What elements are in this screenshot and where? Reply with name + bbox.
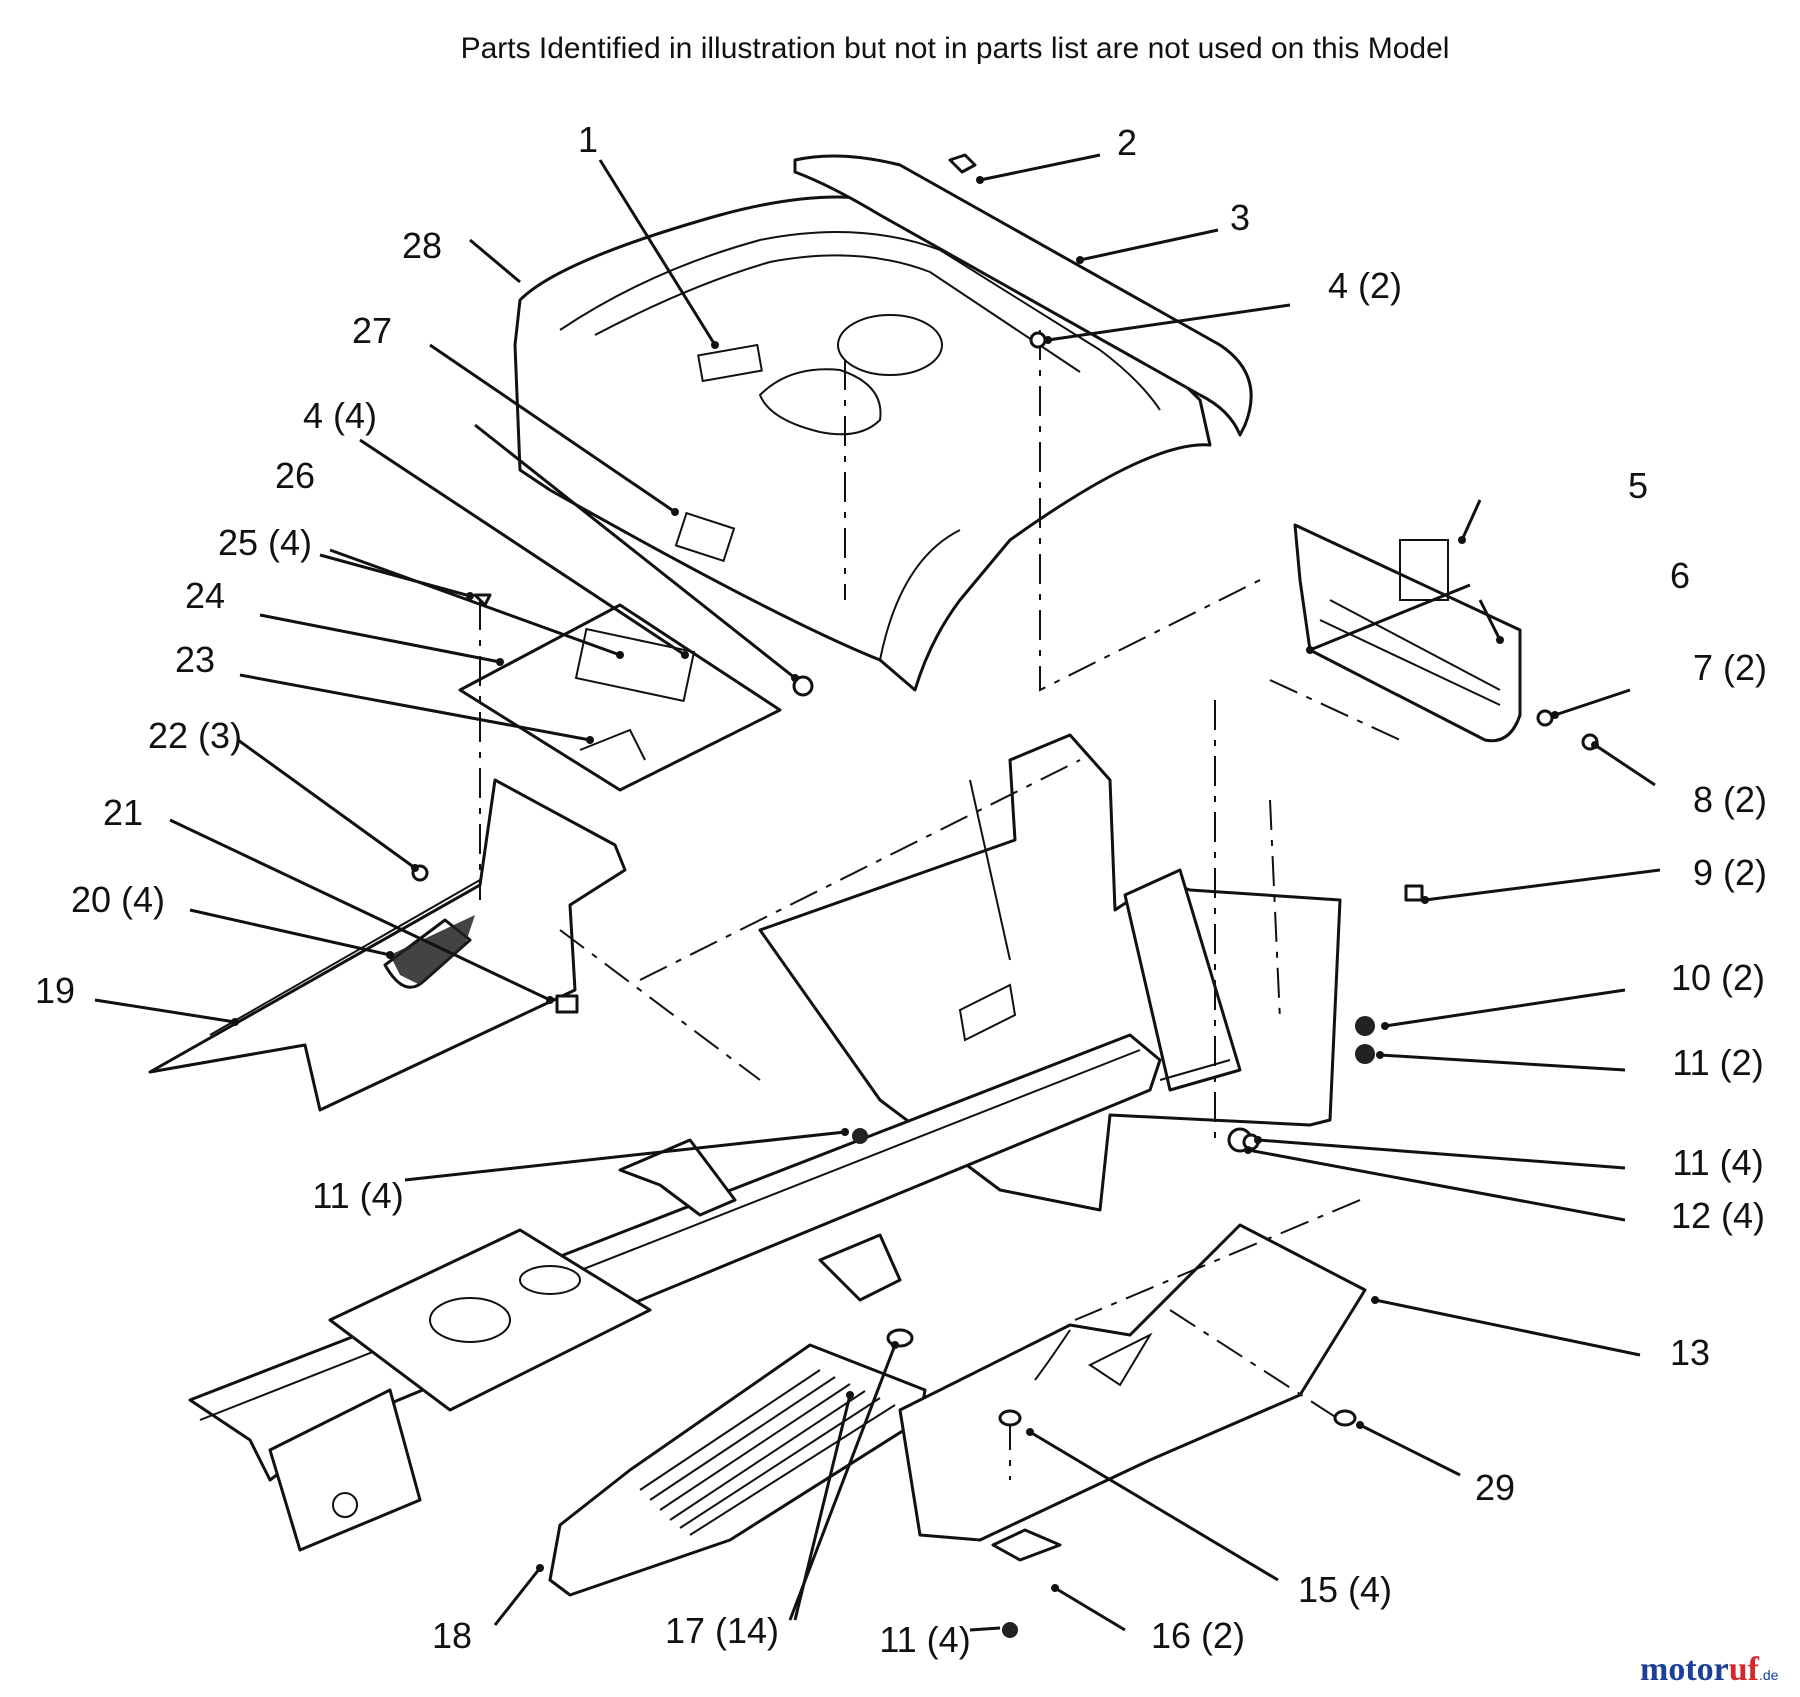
callout-20: 20 (4) [71, 879, 165, 920]
watermark-brand-2: uf [1729, 1651, 1760, 1688]
callout-25: 25 (4) [218, 522, 312, 563]
callout-17: 17 (14) [665, 1610, 779, 1651]
callout-5: 5 [1628, 465, 1648, 506]
callout-22: 22 (3) [148, 715, 242, 756]
callout-28: 28 [402, 225, 442, 266]
callout-27: 27 [352, 310, 392, 351]
callout-16: 16 (2) [1151, 1615, 1245, 1656]
seat-rail-part [793, 154, 1253, 437]
callout-11-2: 11 (2) [1672, 1042, 1763, 1083]
hardware-items [411, 331, 1599, 1638]
callout-26: 26 [275, 455, 315, 496]
callout-12: 12 (4) [1671, 1195, 1765, 1236]
main-frame-part [188, 1033, 1162, 1552]
callout-29: 29 [1475, 1467, 1515, 1508]
clip-part [948, 153, 977, 174]
diagram-note: Parts Identified in illustration but not… [461, 32, 1450, 65]
right-side-panel-part [898, 1223, 1367, 1542]
callout-10: 10 (2) [1671, 957, 1765, 998]
callout-4-4: 4 (4) [303, 395, 377, 436]
left-side-panel-part [148, 778, 627, 1112]
callout-18: 18 [432, 1615, 472, 1656]
callout-1: 1 [578, 119, 598, 160]
callout-8: 8 (2) [1693, 779, 1767, 820]
callout-4-2: 4 (2) [1328, 265, 1402, 306]
callout-2: 2 [1117, 122, 1137, 163]
leader-lines [94, 153, 1661, 1632]
watermark-logo: motoruf.de [1640, 1651, 1779, 1688]
foot-plate-part [548, 1343, 927, 1597]
callout-labels: 1 2 3 4 (2) 4 (4) 5 6 7 (2) 8 (2) 9 (2) … [35, 119, 1767, 1660]
callout-7: 7 (2) [1693, 647, 1767, 688]
callout-15: 15 (4) [1298, 1569, 1392, 1610]
callout-13: 13 [1670, 1332, 1710, 1373]
callout-6: 6 [1670, 555, 1690, 596]
plate-part [458, 603, 782, 792]
watermark-brand-1: motor [1640, 1651, 1729, 1688]
rear-panel-part [1293, 523, 1522, 743]
callout-21: 21 [103, 792, 143, 833]
center-frame-part [758, 733, 1342, 1212]
rear-fender-part [513, 195, 1212, 692]
callout-11-4-right: 11 (4) [1672, 1142, 1763, 1183]
callout-11-4-bottom: 11 (4) [879, 1619, 970, 1660]
callout-9: 9 (2) [1693, 852, 1767, 893]
callout-23: 23 [175, 639, 215, 680]
svg-text:motoruf.de: motoruf.de [1640, 1651, 1779, 1688]
callout-24: 24 [185, 575, 225, 616]
assembly-guide-lines [479, 330, 1401, 1480]
callout-3: 3 [1230, 197, 1250, 238]
callout-19: 19 [35, 970, 75, 1011]
watermark-suffix: .de [1759, 1667, 1779, 1683]
callout-11-4-left: 11 (4) [312, 1175, 403, 1216]
